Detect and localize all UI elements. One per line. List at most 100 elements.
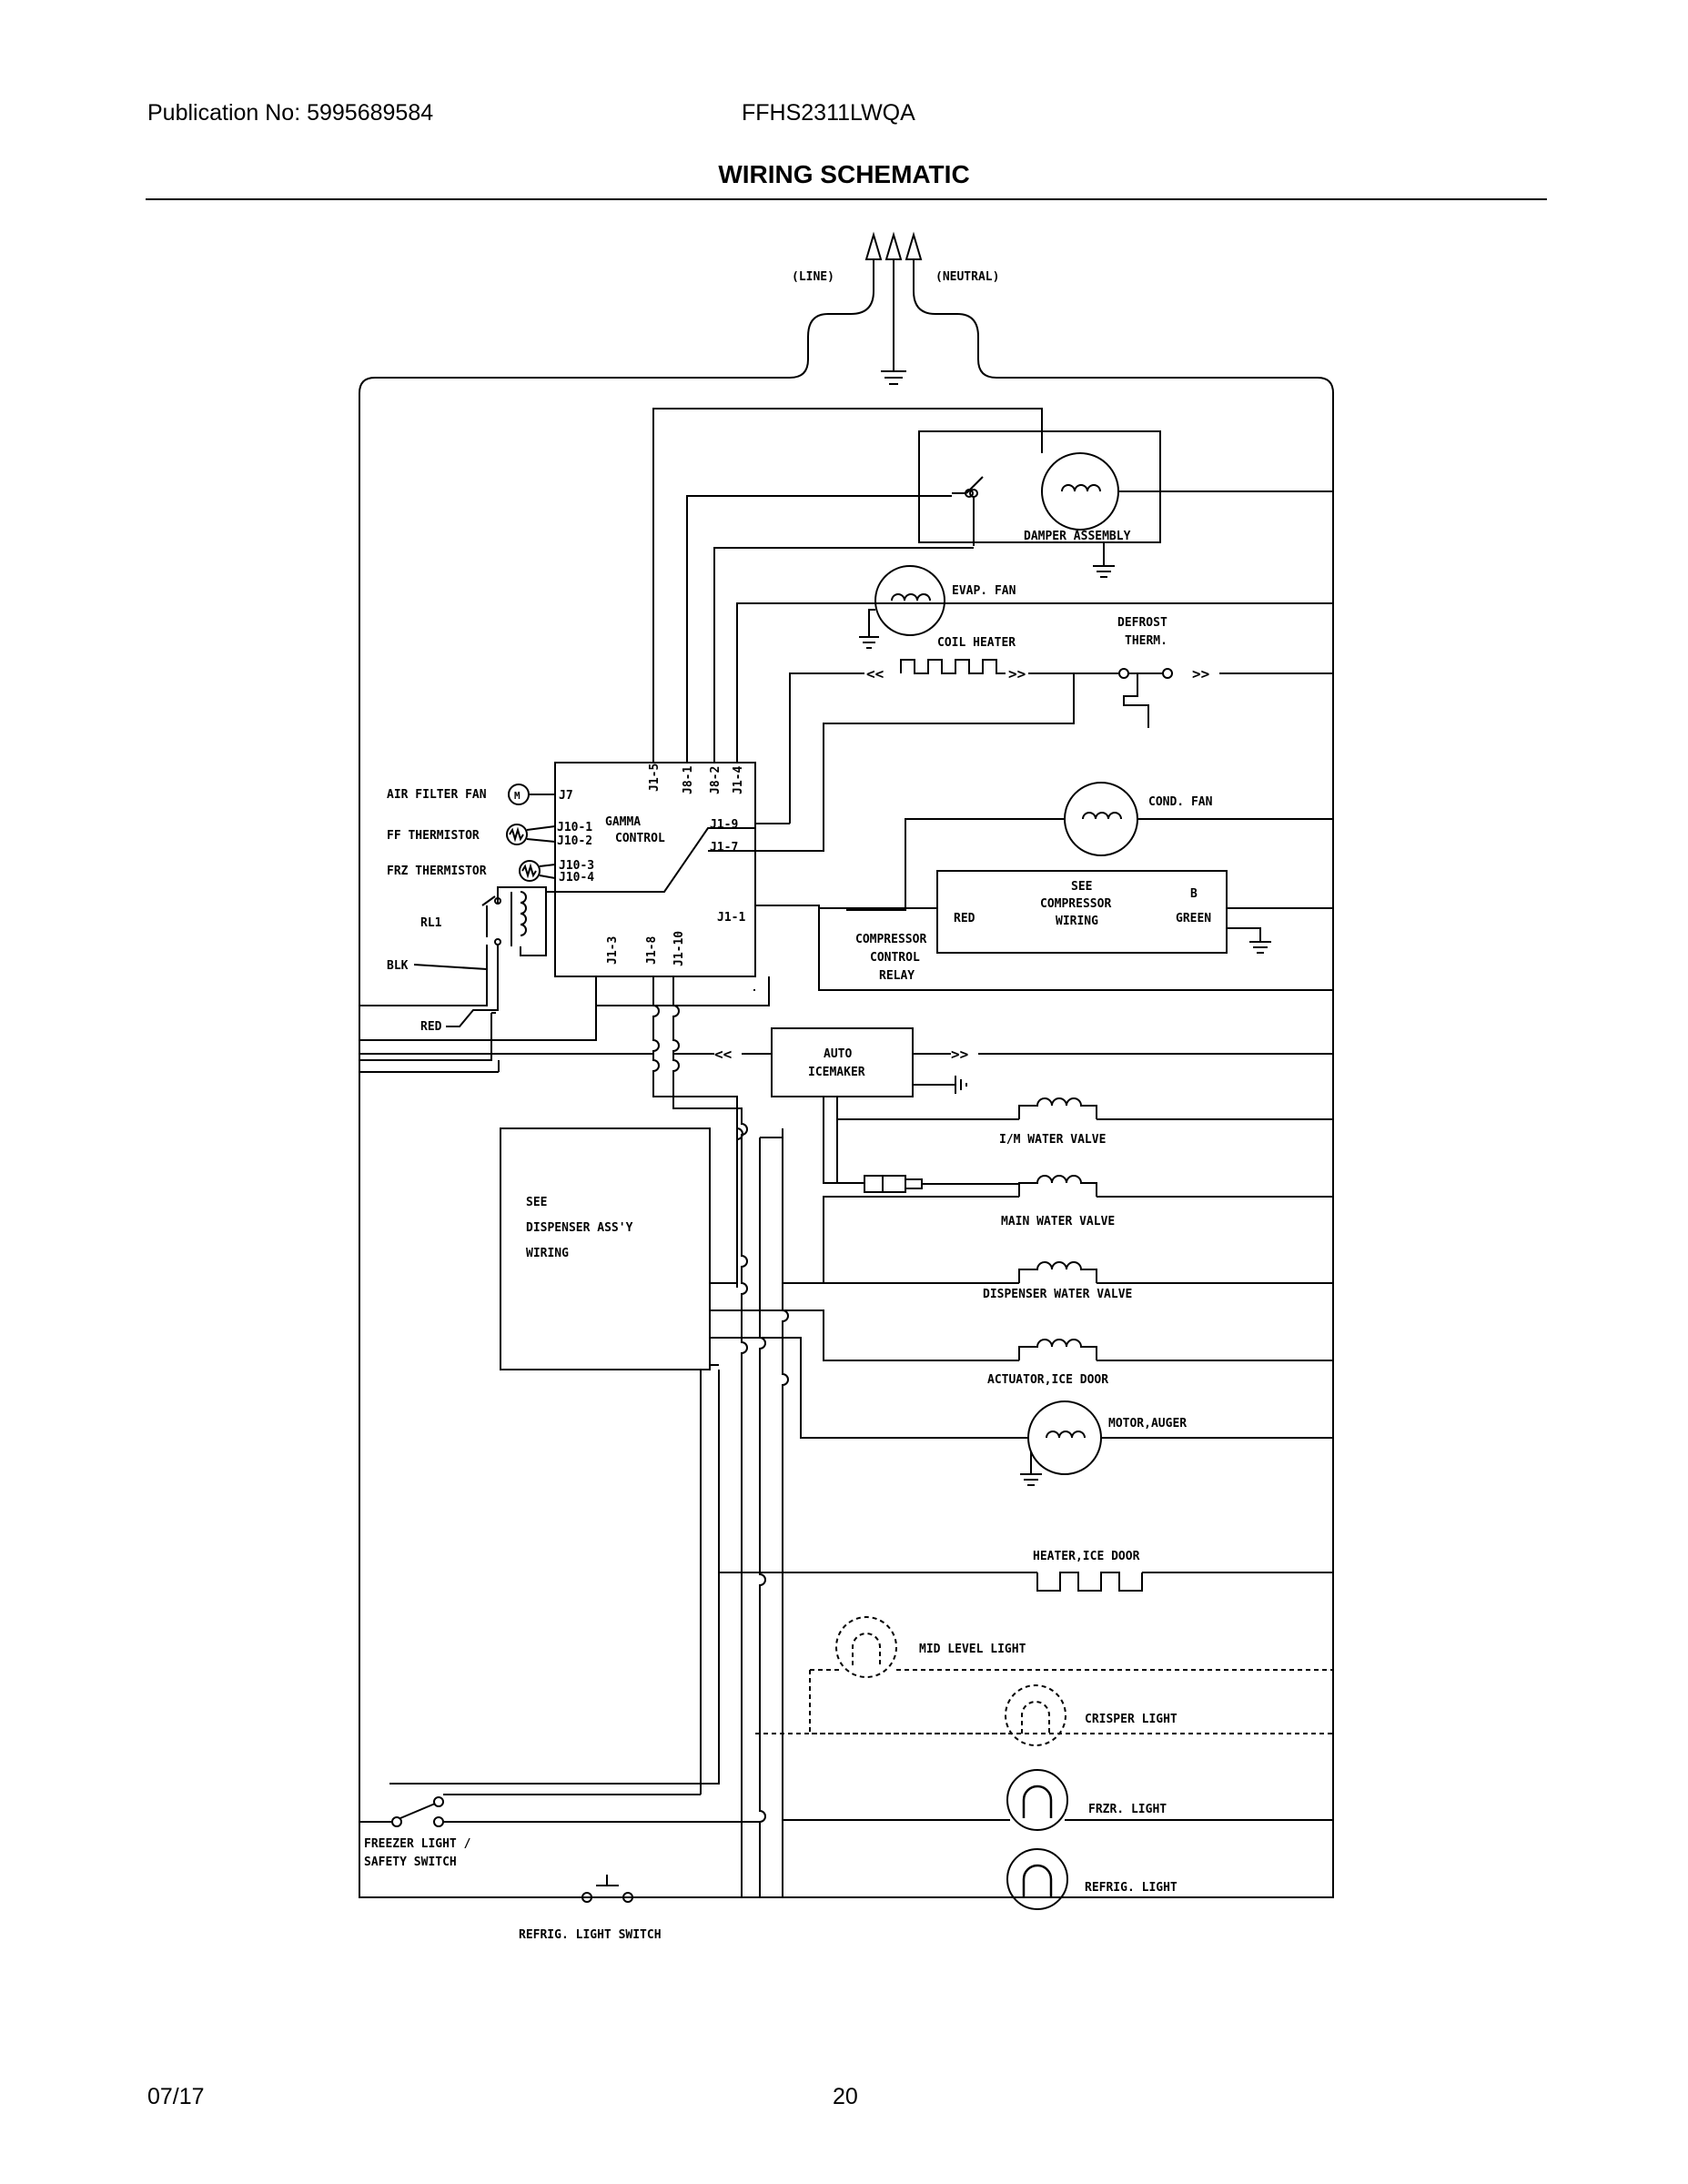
connector-j7: J7 [559,789,573,803]
cord-ground-icon [881,370,906,385]
heater-ice-door-element [1036,1572,1143,1592]
coil-heater-connector-left: << [866,665,884,682]
actuator-ice-door-label: ACTUATOR,ICE DOOR [987,1373,1108,1387]
damper-motor-icon [1041,452,1119,531]
evap-fan-label: EVAP. FAN [952,584,1016,598]
neutral-label: (NEUTRAL) [935,270,999,284]
see-compressor-1: SEE [1071,880,1092,894]
dispenser-water-valve-coil-icon [1018,1261,1097,1283]
connector-j8-2: J8-2 [709,766,723,794]
page-title: WIRING SCHEMATIC [718,160,970,188]
line-label: (LINE) [792,270,834,284]
motor-auger-icon [1027,1400,1102,1475]
evap-fan-ground-icon [859,636,879,649]
frzr-light-icon [1006,1769,1068,1831]
crisper-light-label: CRISPER LIGHT [1085,1713,1178,1726]
plug-prong-ground [884,231,903,260]
frzr-light-label: FRZR. LIGHT [1088,1803,1167,1816]
rl1-label: RL1 [420,916,442,930]
relay-label-2: CONTROL [870,951,920,965]
compressor-red-label: RED [954,912,975,925]
dispenser-label-2: DISPENSER ASS'Y [526,1221,633,1235]
im-water-valve-label: I/M WATER VALVE [999,1133,1106,1147]
gamma-control-label-2: CONTROL [615,832,665,845]
coil-heater-element [900,659,1006,674]
connector-j1-5: J1-5 [648,763,662,792]
connector-j10-4: J10-4 [559,871,594,885]
motor-auger-label: MOTOR,AUGER [1108,1417,1187,1431]
relay-label-1: COMPRESSOR [855,933,926,946]
damper-ground-icon [1093,565,1115,578]
dispenser-label-1: SEE [526,1196,547,1209]
ff-thermistor-icon [506,824,528,845]
icemaker-label-1: AUTO [824,1047,852,1061]
air-filter-fan-m: M [514,790,521,802]
compressor-wiring-box [936,870,1228,954]
connector-j1-4: J1-4 [732,766,745,794]
plug-prong-line [864,231,883,260]
defrost-therm-label-1: DEFROST [1117,616,1167,630]
mid-level-light-label: MID LEVEL LIGHT [919,1643,1026,1656]
cond-fan-motor-icon [1064,782,1138,856]
connector-j1-8: J1-8 [645,936,659,965]
red-label: RED [420,1020,442,1034]
crisper-light-icon [1005,1684,1066,1746]
damper-assembly-box [918,430,1161,543]
ff-thermistor-label: FF THERMISTOR [387,829,480,843]
damper-assembly-label: DAMPER ASSEMBLY [1024,530,1131,543]
defrost-therm-connector: >> [1192,665,1209,682]
air-filter-fan-label: AIR FILTER FAN [387,788,487,802]
title-rule [146,198,1547,200]
plug-prong-neutral [905,231,923,260]
see-compressor-3: WIRING [1056,915,1098,928]
auto-icemaker-box [771,1027,914,1097]
cond-fan-label: COND. FAN [1148,795,1213,809]
dispenser-label-3: WIRING [526,1247,569,1260]
frz-thermistor-icon [519,860,541,882]
freezer-safety-switch-icon [359,1370,760,1827]
footer-date: 07/17 [147,2084,205,2109]
freezer-switch-label-2: SAFETY SWITCH [364,1855,457,1869]
refrig-light-icon [1006,1848,1068,1910]
icemaker-ground-icon [955,1076,967,1094]
im-water-valve-coil-icon [1018,1097,1097,1119]
icemaker-label-2: ICEMAKER [808,1066,865,1079]
icemaker-connector-left: << [714,1046,732,1063]
evap-fan-motor-icon [874,565,945,636]
power-cord [359,231,1334,1898]
compressor-green-label: GREEN [1176,912,1211,925]
connector-j10-2: J10-2 [557,834,592,848]
blk-label: BLK [387,959,409,973]
heater-ice-door-label: HEATER,ICE DOOR [1033,1550,1140,1563]
connector-j1-9: J1-9 [710,818,738,832]
mid-level-light-icon [835,1616,897,1678]
compressor-b-label: B [1190,887,1198,901]
defrost-therm-label-2: THERM. [1125,634,1167,648]
water-valve-connector [864,1175,906,1193]
main-water-valve-coil-icon [1018,1175,1097,1197]
gamma-control-board [554,762,756,977]
see-compressor-2: COMPRESSOR [1040,897,1111,911]
icemaker-connector-right: >> [951,1046,968,1063]
connector-j1-10: J1-10 [672,931,686,966]
connector-j10-1: J10-1 [557,821,592,834]
freezer-switch-label-1: FREEZER LIGHT / [364,1837,471,1851]
connector-j10-3: J10-3 [559,859,594,873]
coil-heater-label: COIL HEATER [937,636,1016,650]
motor-auger-ground-icon [1020,1473,1042,1486]
connector-j8-1: J8-1 [682,766,695,794]
refrig-light-label: REFRIG. LIGHT [1085,1881,1178,1895]
dispenser-assembly-box [500,1127,711,1370]
connector-j1-3: J1-3 [606,936,620,965]
frz-thermistor-label: FRZ THERMISTOR [387,864,487,878]
connector-j1-7: J1-7 [710,841,738,854]
relay-label-3: RELAY [879,969,915,983]
refrig-light-switch-label: REFRIG. LIGHT SWITCH [519,1928,662,1942]
coil-heater-connector-right: >> [1008,665,1026,682]
main-water-valve-label: MAIN WATER VALVE [1001,1215,1115,1228]
publication-number: Publication No: 5995689584 [147,100,434,126]
gamma-control-label-1: GAMMA [605,815,641,829]
model-number: FFHS2311LWQA [742,100,915,126]
actuator-ice-door-coil-icon [1018,1339,1097,1360]
